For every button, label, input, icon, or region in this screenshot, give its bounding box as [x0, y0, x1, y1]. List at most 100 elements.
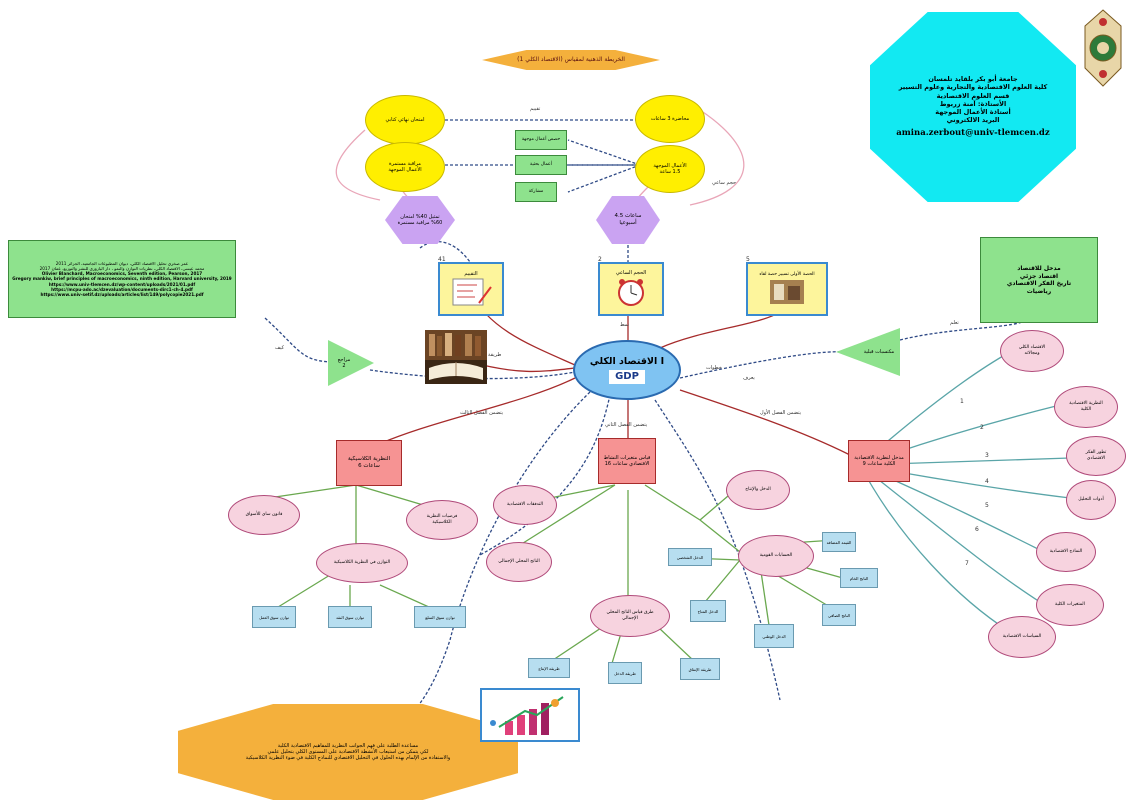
- leaf-tag: الناتج الصافي: [822, 604, 856, 626]
- edge-label-learn: تعلم: [950, 320, 959, 326]
- green-tag: مشاركة: [515, 182, 557, 202]
- green-tag: حصص أعمال موجهة: [515, 130, 567, 150]
- reference-link[interactable]: https://www.univ-tlemcen.dz/wp-content/u…: [48, 281, 196, 287]
- subtopic-text: الناتج المحلي الإجمالي: [498, 559, 540, 565]
- reference-item: Olivier Blanchard, Macroeconomics, Seven…: [41, 271, 203, 277]
- title-banner-text: الخريطة الذهنية لمقياس (الاقتصاد الكلي 1…: [517, 56, 625, 64]
- seal-icon: [1080, 6, 1126, 90]
- triangle-prereqs-label: مكتسبات قبلية: [863, 348, 895, 355]
- reference-link[interactable]: https://www.univ-setif.dz/uploads/articl…: [40, 292, 204, 298]
- edge-label-assess: تقييم: [530, 106, 541, 112]
- green-tag-text: مشاركة: [528, 189, 544, 195]
- topic-text: السياسات الاقتصادية: [1002, 634, 1042, 640]
- central-node: الاقتصاد الكلي I GDP: [573, 340, 681, 400]
- leaf-tag-text: الدخل الشخصي: [676, 554, 704, 560]
- subtopic-ellipse: قانون ساي للأسواق: [228, 495, 300, 535]
- green-tag-text: أعمال بحثية: [530, 162, 552, 168]
- topic-text: النماذج الاقتصادية: [1049, 549, 1083, 555]
- chapter-1-text: مدخل لنظرية الاقتصادية الكلية ساعات 9: [854, 454, 904, 467]
- yellow-ellipse-text: محاضرة 3 ساعات: [650, 115, 690, 122]
- leaf-tag-text: الناتج الصافي: [828, 612, 850, 618]
- yellow-ellipse-final-exam: امتحان نهائي كتابي: [365, 95, 445, 145]
- card-volume-label: الحجم الساعي: [615, 269, 647, 276]
- info-email[interactable]: amina.zerbout@univ-tlemcen.dz: [896, 128, 1050, 139]
- topic-text: الاقتصاد الكلي ومجالاته: [1018, 345, 1046, 356]
- triangle-references-num: 2: [342, 363, 346, 369]
- fan-num: 6: [975, 526, 979, 533]
- leaf-tag-text: القيمة المضافة: [826, 539, 852, 545]
- prereq-item: اقتصاد جزئي: [1019, 272, 1059, 280]
- yellow-ellipse-text: مراقبة مستمرة الأعمال الموجهة: [388, 160, 422, 173]
- objective-line: والاستفادة من الإلمام بهذه الحلول في الت…: [245, 755, 451, 762]
- subtopic-ellipse: الناتج المحلي الإجمالي: [486, 542, 552, 582]
- hex-hours-text: 4.5 ساعات أسبوعيا: [614, 213, 642, 226]
- subtopic-ellipse: طرق قياس الناتج المحلي الإجمالي: [590, 595, 670, 637]
- title-banner: الخريطة الذهنية لمقياس (الاقتصاد الكلي 1…: [482, 50, 660, 70]
- leaf-tag: الدخل الشخصي: [668, 548, 712, 566]
- fan-num: 5: [985, 502, 989, 509]
- leaf-tag: الناتج الخام: [840, 568, 878, 588]
- fan-num: 4: [985, 478, 989, 485]
- books-icon: [425, 330, 487, 384]
- chapter-2-text: قياس متغيرات النشاط الاقتصادي ساعات 16: [603, 454, 651, 467]
- prereq-item: تاريخ الفكر الاقتصادي: [1006, 280, 1072, 287]
- info-line-3: قسم العلوم الاقتصادية: [936, 91, 1010, 100]
- card-volume: الحجم الساعي: [598, 262, 664, 316]
- leaf-tag: القيمة المضافة: [822, 532, 856, 552]
- subtopic-ellipse: فرضيات النظرية الكلاسيكية: [406, 500, 478, 540]
- edge-label-ch1: يتضمن الفصل الأول: [760, 410, 801, 416]
- info-panel: جامعة أبو بكر بلقايد تلمسان كلية العلوم …: [870, 12, 1076, 202]
- subtopic-ellipse: الدخل والإنتاج: [726, 470, 790, 510]
- topic-text: أدوات التحليل: [1078, 497, 1104, 503]
- subtopic-text: الحسابات القومية: [759, 553, 793, 559]
- success-icon: [480, 688, 580, 742]
- yellow-ellipse-lecture: محاضرة 3 ساعات: [635, 95, 705, 143]
- leaf-tag: طريقة الإنفاق: [680, 658, 720, 680]
- info-line-2: كلية العلوم الاقتصادية والتجارية وعلوم ا…: [898, 83, 1048, 92]
- info-line-4: الأستاذة: آمنة زربوط: [939, 99, 1007, 108]
- references-box: عمر صخري تحليل الاقتصاد الكلي، ديوان الم…: [8, 240, 236, 318]
- prereq-item: مدخل للاقتصاد: [1017, 265, 1061, 272]
- edge-label-hours: حجم ساعي: [712, 180, 737, 186]
- fan-num: 1: [960, 398, 964, 405]
- prerequisites-box: مدخل للاقتصاد اقتصاد جزئي تاريخ الفكر ال…: [980, 237, 1098, 323]
- edge-label-know: يعرف: [743, 375, 755, 381]
- card-evaluation-label: التقييم: [464, 270, 478, 277]
- subtopic-ellipse: التوازن في النظرية الكلاسيكية: [316, 543, 408, 583]
- card-sessions: الحصة الأولى تسيير حصة لقاء: [746, 262, 828, 316]
- leaf-tag-text: توازن سوق النقد: [336, 614, 364, 620]
- leaf-tag-text: توازن سوق السلع: [425, 614, 455, 620]
- objective-line: مساعدة الطلبة على فهم الجوانب النظرية لل…: [277, 742, 419, 749]
- leaf-tag: توازن سوق السلع: [414, 606, 466, 628]
- info-line-5: أستاذة الأعمال الموجهة: [935, 107, 1011, 116]
- leaf-tag-text: الدخل الوطني: [762, 633, 786, 639]
- yellow-ellipse-continuous: مراقبة مستمرة الأعمال الموجهة: [365, 142, 445, 192]
- subtopic-ellipse: الحسابات القومية: [738, 535, 814, 577]
- study-icon: [770, 279, 804, 304]
- yellow-ellipse-text: امتحان نهائي كتابي: [385, 116, 425, 123]
- edge-label-ch3: يتضمن الفصل الثالث: [460, 410, 504, 416]
- grading-icon: [452, 278, 492, 306]
- objective-line: لكي يتمكن من استيعاب الأنشطة الاقتصادية …: [267, 748, 429, 755]
- subtopic-ellipse: التدفقات الاقتصادية: [493, 485, 557, 525]
- leaf-tag-text: توازن سوق العمل: [259, 614, 289, 620]
- topic-ellipse: النماذج الاقتصادية: [1036, 532, 1096, 572]
- fan-num: 2: [980, 424, 984, 431]
- info-line-1: جامعة أبو بكر بلقايد تلمسان: [928, 75, 1018, 84]
- subtopic-text: التدفقات الاقتصادية: [506, 502, 544, 508]
- chapter-2-box: قياس متغيرات النشاط الاقتصادي ساعات 16: [598, 438, 656, 484]
- topic-ellipse: أدوات التحليل: [1066, 480, 1116, 520]
- green-tag: أعمال بحثية: [515, 155, 567, 175]
- clock-icon: [618, 279, 644, 307]
- reference-link[interactable]: https://mcpu-ado.ac/dzevaluation/documen…: [51, 286, 193, 292]
- leaf-tag: الدخل المتاح: [690, 600, 726, 622]
- triangle-references-label: مراجع: [337, 356, 351, 363]
- leaf-tag: توازن سوق النقد: [328, 606, 372, 628]
- edge-label-ch2: يتضمن الفصل الثاني: [605, 422, 648, 428]
- yellow-ellipse-text: الأعمال الموجهة 1.5 ساعة: [653, 162, 687, 175]
- reference-item: عمر صخري تحليل الاقتصاد الكلي، ديوان الم…: [55, 260, 189, 266]
- chapter-1-box: مدخل لنظرية الاقتصادية الكلية ساعات 9: [848, 440, 910, 482]
- info-line-6: البريد الالكتروني: [946, 115, 1000, 124]
- card-b-num: 5: [746, 256, 750, 263]
- topic-ellipse: السياسات الاقتصادية: [988, 616, 1056, 658]
